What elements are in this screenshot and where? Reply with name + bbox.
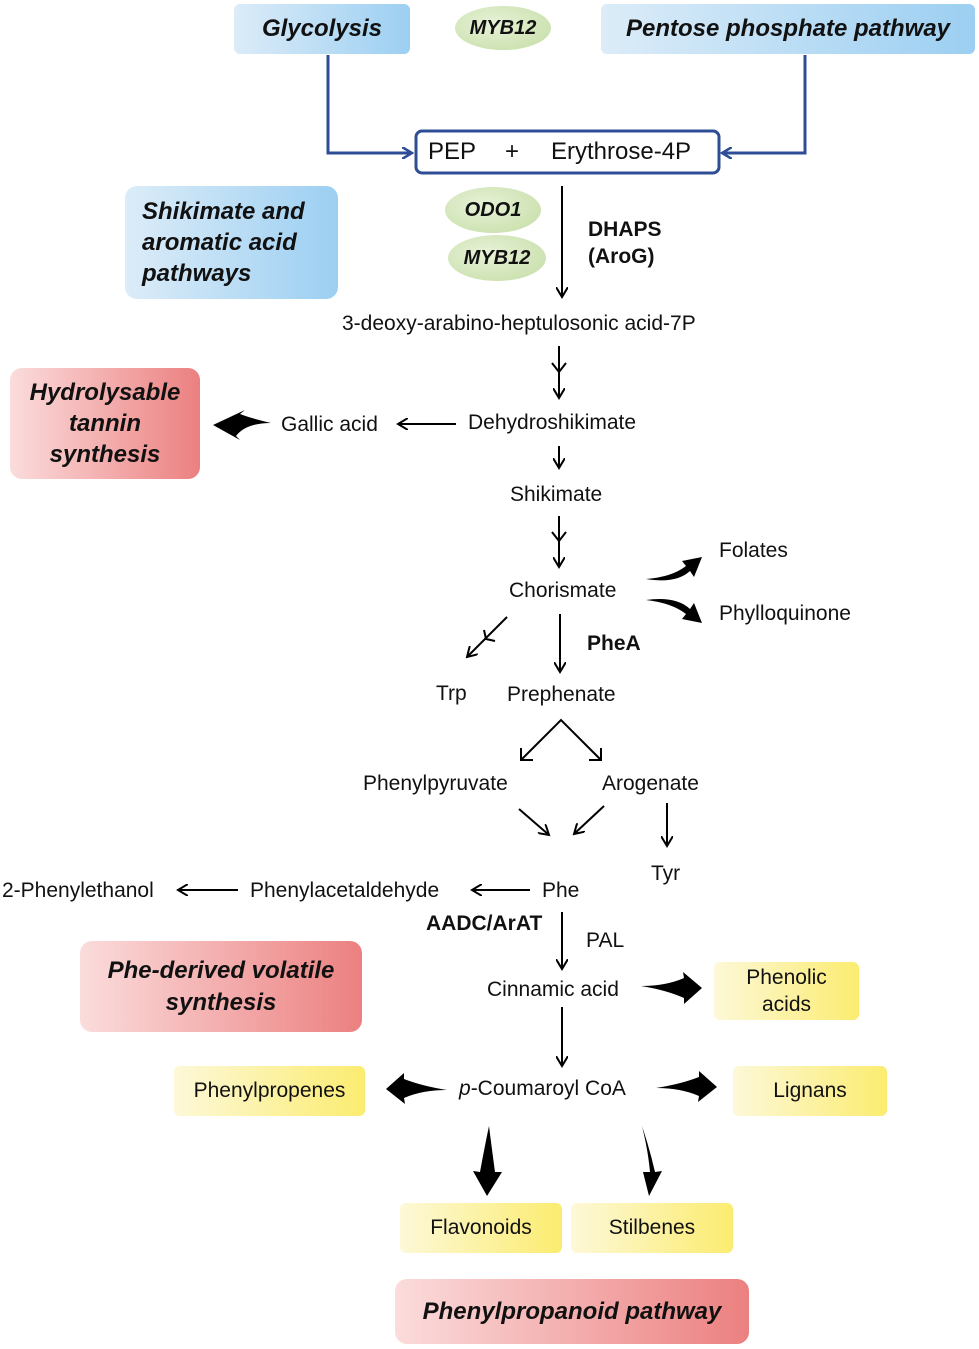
arogenate-label: Arogenate — [602, 772, 699, 795]
shikimate-label: Shikimate — [510, 483, 603, 506]
dhaps-label: DHAPS (AroG) — [588, 218, 662, 269]
phenylethanol-label: 2-Phenylethanol — [2, 879, 154, 902]
chorismate-label: Chorismate — [509, 579, 617, 602]
lignans-label: Lignans — [773, 1079, 847, 1102]
arrow-shikimate-chorismate-mid — [551, 531, 567, 543]
myb12-top-label: MYB12 — [469, 16, 537, 39]
phenylpyruvate-label: Phenylpyruvate — [363, 772, 508, 795]
coumaroyl-coa-label: p-Coumaroyl CoA — [459, 1078, 626, 1099]
folates-label: Folates — [719, 539, 788, 562]
pal-label: PAL — [586, 929, 625, 952]
flavonoids-box: Flavonoids — [400, 1203, 562, 1253]
arrow-chorismate-trp — [467, 616, 508, 657]
bold-arrow-coumaroyl-phenylpropenes — [386, 1073, 447, 1104]
arrow-arogenate-phe — [574, 805, 605, 834]
myb12-mid-label: MYB12 — [463, 246, 531, 269]
coumaroyl-rest: -Coumaroyl CoA — [470, 1077, 626, 1100]
phenylpropenes-label: Phenylpropenes — [193, 1079, 346, 1102]
arrow-dahp-dehydro-mid — [551, 362, 567, 374]
phenolic-acids-box: Phenolic acids — [714, 962, 859, 1020]
bold-arrow-coumaroyl-lignans — [656, 1071, 717, 1102]
pentose-phosphate-label: Pentose phosphate pathway — [625, 15, 951, 42]
glycolysis-connector — [326, 55, 412, 153]
glycolysis-label: Glycolysis — [261, 15, 383, 42]
phea-label: PheA — [587, 632, 641, 655]
phenylpropenes-box: Phenylpropenes — [174, 1066, 365, 1116]
phe-label: Phe — [542, 879, 580, 902]
plus-label: + — [505, 138, 520, 165]
phe-volatile-label: Phe-derived volatile synthesis — [107, 957, 335, 1016]
myb12-mid-oval: MYB12 — [448, 235, 546, 281]
arrow-phenylpyruvate-phe — [518, 808, 549, 835]
glycolysis-box: Glycolysis — [234, 4, 410, 54]
shikimate-pathways-label: Shikimate and aromatic acid pathways — [142, 197, 305, 288]
myb12-top-oval: MYB12 — [455, 6, 551, 50]
dahp-label: 3-deoxy-arabino-heptulosonic acid-7P — [342, 312, 696, 335]
cinnamic-acid-label: Cinnamic acid — [487, 978, 619, 1001]
pentose-phosphate-box: Pentose phosphate pathway — [601, 4, 975, 54]
phenylpropanoid-box: Phenylpropanoid pathway — [395, 1279, 749, 1344]
phylloquinone-label: Phylloquinone — [719, 602, 851, 625]
bold-arrow-chorismate-phylloquinone — [646, 599, 702, 623]
bold-arrow-coumaroyl-stilbenes — [642, 1126, 662, 1196]
bold-arrow-cinnamic-phenolic — [641, 972, 702, 1004]
stilbenes-box: Stilbenes — [571, 1203, 733, 1253]
bold-arrow-chorismate-folates — [646, 557, 702, 581]
gallic-acid-label: Gallic acid — [281, 413, 378, 436]
stilbenes-label: Stilbenes — [608, 1216, 696, 1239]
arrow-chorismate-trp-mid — [483, 629, 496, 642]
bold-arrow-gallic-tannin — [213, 410, 271, 440]
aadc-arat-label: AADC/ArAT — [426, 912, 543, 935]
pep-label: PEP — [428, 138, 477, 165]
odo1-oval: ODO1 — [445, 187, 541, 233]
bold-arrow-coumaroyl-flavonoids — [473, 1126, 502, 1196]
shikimate-pathways-box: Shikimate and aromatic acid pathways — [125, 186, 338, 299]
trp-label: Trp — [436, 682, 467, 705]
phenolic-acids-label: Phenolic acids — [746, 965, 827, 1016]
tyr-label: Tyr — [651, 862, 681, 885]
dehydroshikimate-label: Dehydroshikimate — [468, 411, 637, 434]
hydrolysable-tannin-box: Hydrolysable tannin synthesis — [10, 368, 200, 479]
coumaroyl-prefix: p — [459, 1077, 471, 1100]
arrow-prephenate-split — [520, 718, 602, 761]
phenylacetaldehyde-label: Phenylacetaldehyde — [250, 879, 440, 902]
pep-box-border — [414, 129, 721, 175]
flavonoids-label: Flavonoids — [430, 1216, 532, 1239]
odo1-label: ODO1 — [464, 198, 522, 221]
erythrose-label: Erythrose-4P — [551, 138, 692, 165]
phenylpropanoid-label: Phenylpropanoid pathway — [422, 1297, 722, 1325]
hydrolysable-tannin-label: Hydrolysable tannin synthesis — [29, 378, 181, 469]
phe-volatile-box: Phe-derived volatile synthesis — [80, 941, 362, 1032]
lignans-box: Lignans — [733, 1066, 887, 1116]
prephenate-label: Prephenate — [507, 683, 616, 706]
pentose-connector — [722, 55, 807, 153]
